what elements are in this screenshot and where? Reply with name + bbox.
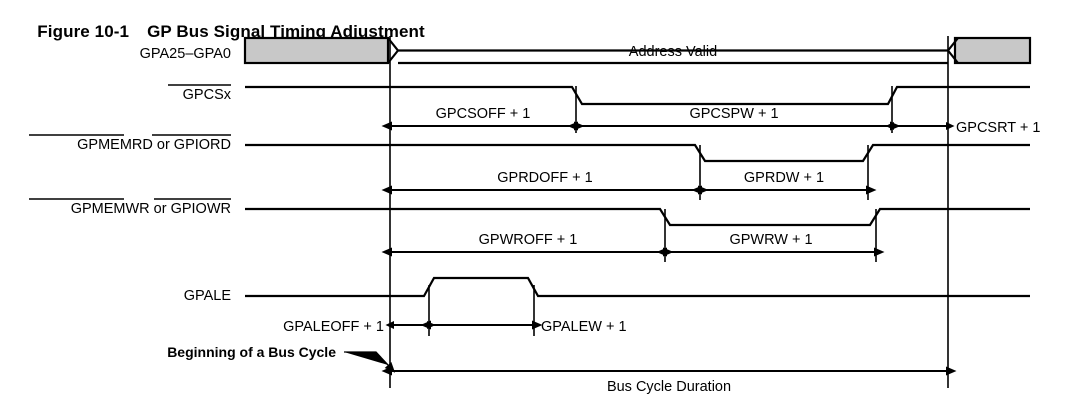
signal-label-wr: GPMEMWR or GPIOWR bbox=[71, 201, 231, 217]
waveform-wr bbox=[245, 207, 1030, 227]
timing-label-gpwroff: GPWROFF + 1 bbox=[479, 232, 578, 248]
timing-label-gpalew: GPALEW + 1 bbox=[541, 319, 627, 335]
timing-label-gpcspw: GPCSPW + 1 bbox=[689, 106, 778, 122]
address-bus-invalid-right bbox=[953, 36, 1032, 65]
timing-label-gprdoff: GPRDOFF + 1 bbox=[497, 170, 592, 186]
signal-label-gpa: GPA25–GPA0 bbox=[140, 46, 231, 62]
figure-title-text: GP Bus Signal Timing Adjustment bbox=[147, 22, 425, 41]
waveform-rd bbox=[245, 143, 1030, 163]
timing-label-gpcsrt: GPCSRT + 1 bbox=[956, 120, 1041, 136]
waveform-gpcsx bbox=[245, 85, 1030, 106]
annotation-bus-cycle-duration: Bus Cycle Duration bbox=[607, 379, 731, 395]
signal-label-gpcsx: GPCSx bbox=[183, 87, 232, 103]
timing-label-gpwrw: GPWRW + 1 bbox=[729, 232, 812, 248]
waveform-gpale bbox=[245, 276, 1030, 298]
leader-bus-cycle-start bbox=[344, 351, 396, 373]
signal-label-gpale: GPALE bbox=[184, 288, 232, 304]
timing-label-gpaleoff: GPALEOFF + 1 bbox=[283, 319, 384, 335]
figure-title: Figure 10-1 GP Bus Signal Timing Adjustme… bbox=[18, 2, 425, 62]
timing-label-gprdw: GPRDW + 1 bbox=[744, 170, 824, 186]
address-bus-top-edge bbox=[387, 37, 959, 52]
figure-number: Figure 10-1 bbox=[37, 22, 130, 41]
timing-label-gpcsoff: GPCSOFF + 1 bbox=[436, 106, 531, 122]
address-bus-cross-right bbox=[947, 49, 959, 64]
annotation-bus-cycle-start: Beginning of a Bus Cycle bbox=[167, 344, 336, 360]
address-bus-invalid-left bbox=[243, 36, 390, 65]
signal-label-rd: GPMEMRD or GPIORD bbox=[77, 137, 231, 153]
address-valid-label: Address Valid bbox=[629, 44, 717, 60]
